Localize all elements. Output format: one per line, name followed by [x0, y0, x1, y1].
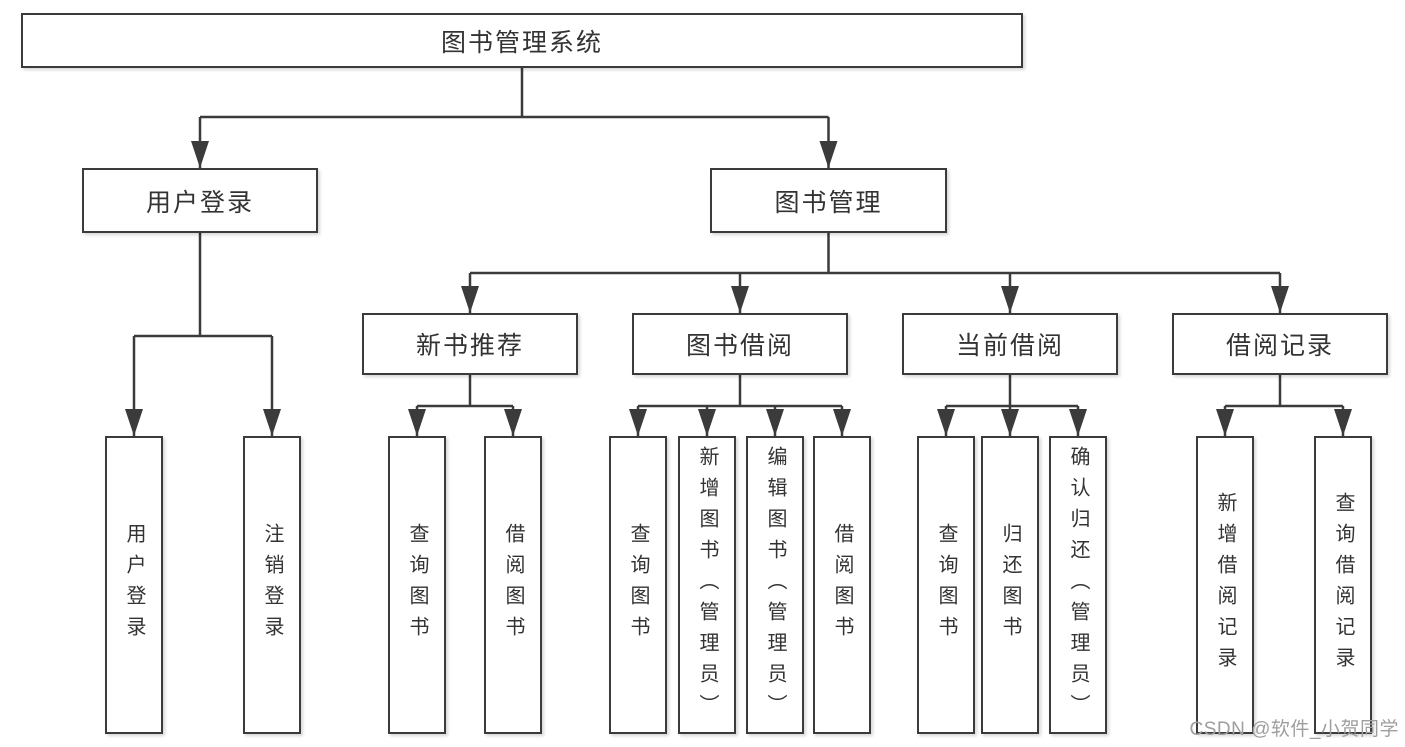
leaf-records-query-record: 查询借阅记录: [1314, 436, 1372, 734]
leaf-logout-label: 注销登录: [261, 523, 283, 647]
leaf-records-query-record-label: 查询借阅记录: [1332, 492, 1354, 678]
leaf-borrowing-add-books-admin-label: 新增图书（管理员）: [696, 445, 718, 725]
leaf-user-login: 用户登录: [105, 436, 163, 734]
node-book-management: 图书管理: [710, 168, 947, 233]
leaf-recommend-borrow-books-label: 借阅图书: [502, 523, 524, 647]
node-borrowing-records-label: 借阅记录: [1225, 332, 1334, 360]
node-root: 图书管理系统: [21, 13, 1023, 68]
node-book-borrowing: 图书借阅: [632, 313, 848, 375]
leaf-records-add-record-label: 新增借阅记录: [1214, 492, 1236, 678]
node-new-book-recommendation: 新书推荐: [362, 313, 578, 375]
node-borrowing-records: 借阅记录: [1172, 313, 1388, 375]
node-current-borrowing-label: 当前借阅: [955, 332, 1064, 360]
leaf-user-login-label: 用户登录: [123, 523, 145, 647]
node-current-borrowing: 当前借阅: [902, 313, 1118, 375]
leaf-borrowing-query-books-label: 查询图书: [627, 523, 649, 647]
leaf-current-query-books-label: 查询图书: [935, 523, 957, 647]
leaf-current-confirm-return-admin-label: 确认归还（管理员）: [1067, 445, 1089, 725]
leaf-borrowing-edit-books-admin: 编辑图书（管理员）: [746, 436, 804, 734]
node-user-login-label: 用户登录: [145, 188, 254, 217]
node-book-management-label: 图书管理: [774, 188, 883, 217]
leaf-records-add-record: 新增借阅记录: [1196, 436, 1254, 734]
leaf-borrowing-borrow-books-label: 借阅图书: [831, 523, 853, 647]
branch-lines: [134, 68, 1343, 408]
watermark: CSDN @软件_小贺同学: [1189, 719, 1399, 740]
node-user-login: 用户登录: [82, 168, 318, 233]
leaf-borrowing-query-books: 查询图书: [609, 436, 667, 734]
leaf-current-return-books: 归还图书: [981, 436, 1039, 734]
leaf-current-return-books-label: 归还图书: [999, 523, 1021, 647]
leaf-recommend-query-books: 查询图书: [388, 436, 446, 734]
leaf-current-query-books: 查询图书: [917, 436, 975, 734]
leaf-borrowing-borrow-books: 借阅图书: [813, 436, 871, 734]
leaf-current-confirm-return-admin: 确认归还（管理员）: [1049, 436, 1107, 734]
node-new-book-recommendation-label: 新书推荐: [415, 332, 524, 360]
leaf-recommend-borrow-books: 借阅图书: [484, 436, 542, 734]
leaf-borrowing-add-books-admin: 新增图书（管理员）: [678, 436, 736, 734]
leaf-logout: 注销登录: [243, 436, 301, 734]
node-root-label: 图书管理系统: [440, 28, 603, 57]
node-book-borrowing-label: 图书借阅: [685, 332, 794, 360]
leaf-borrowing-edit-books-admin-label: 编辑图书（管理员）: [764, 445, 786, 725]
leaf-recommend-query-books-label: 查询图书: [406, 523, 428, 647]
